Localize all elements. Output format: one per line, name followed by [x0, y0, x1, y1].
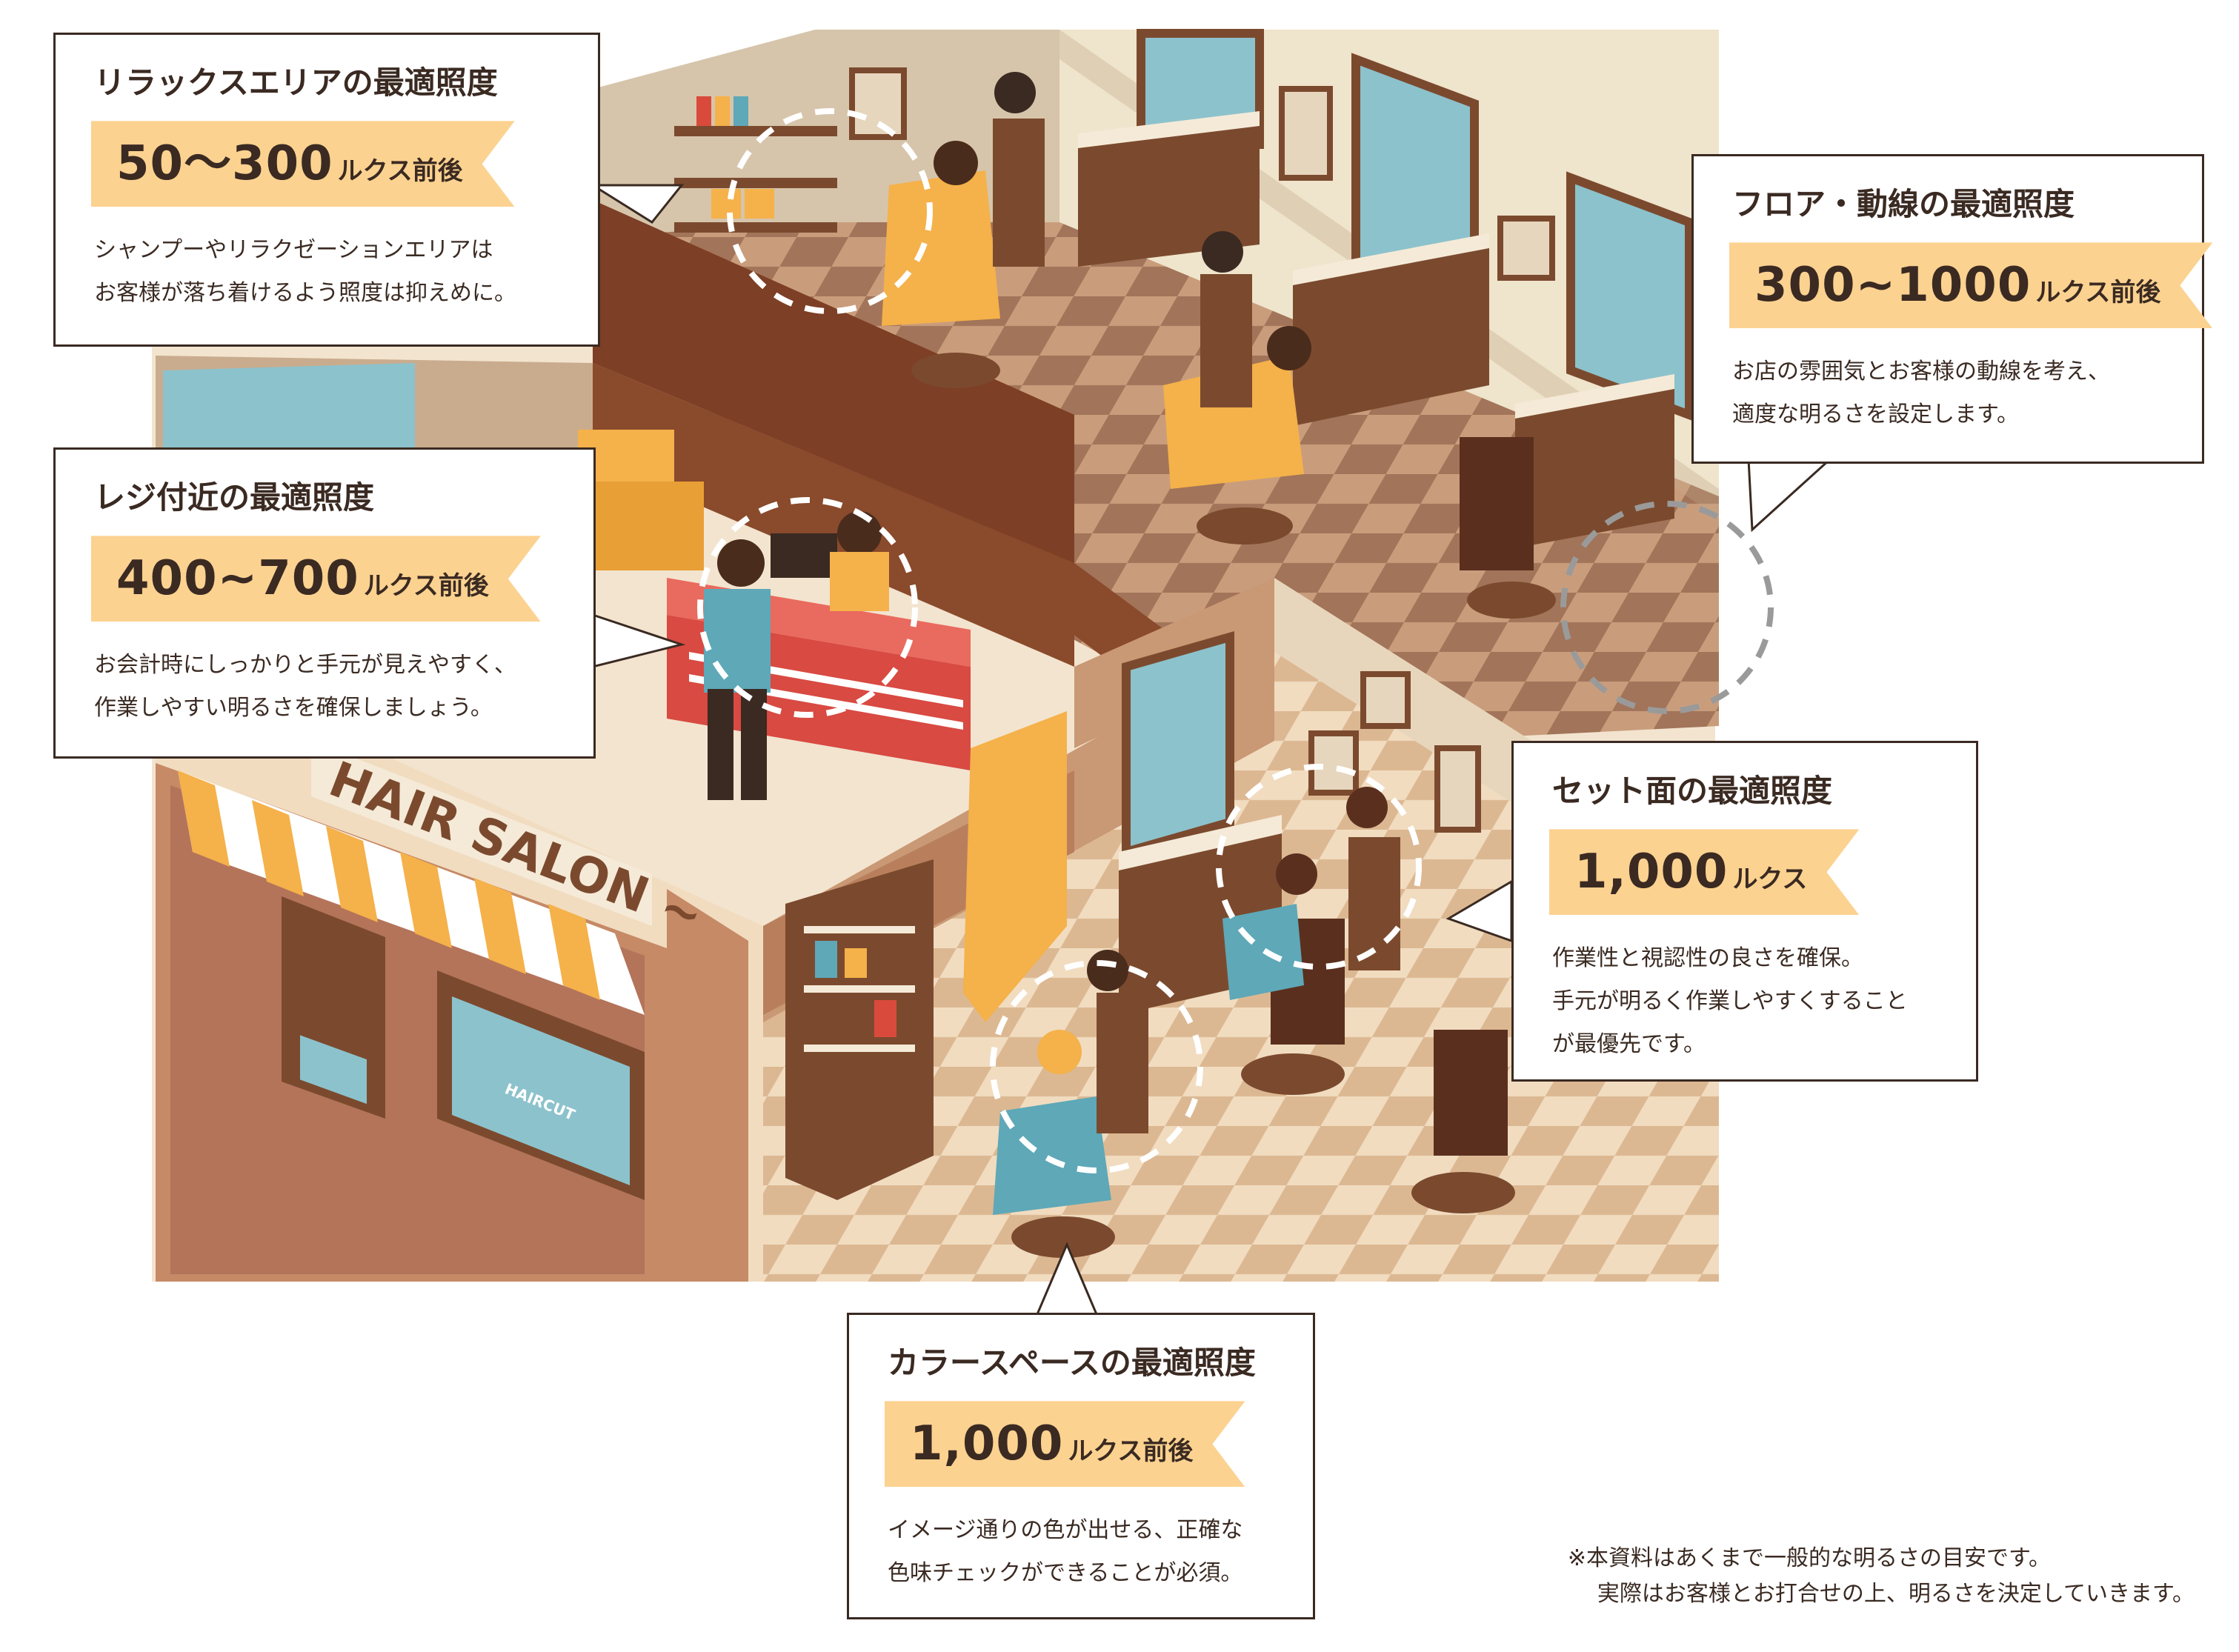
callout-register-title: レジ付近の最適照度 — [94, 479, 375, 516]
callout-set-desc-line: 作業性と視認性の良さを確保。 — [1552, 945, 1863, 972]
callout-floor-title: フロア・動線の最適照度 — [1732, 186, 2075, 222]
callout-pointers — [588, 184, 1833, 1316]
upper-frames — [849, 67, 1555, 281]
callout-color-unit: ルクス前後 — [1068, 1436, 1194, 1467]
callout-set-title: セット面の最適照度 — [1552, 773, 1833, 809]
callout-register-desc: お会計時にしっかりと手元が見えやすく、 作業しやすい明るさを確保しましょう。 — [94, 644, 561, 730]
callout-relax-desc: シャンプーやリラクゼーションエリアは お客様が落ち着けるよう照度は抑えめに。 — [94, 229, 565, 315]
relax-shelf — [674, 96, 837, 233]
upper-people — [882, 72, 1556, 619]
upper-counters — [1078, 111, 1674, 548]
footnote-line-2: 実際はお客様とお打合せの上、明るさを決定していきます。 — [1597, 1581, 2195, 1607]
callout-relax-desc-line: お客様が落ち着けるよう照度は抑えめに。 — [94, 280, 516, 307]
callout-set-value: 1,000 — [1574, 845, 1729, 900]
callout-color-desc: イメージ通りの色が出せる、正確な 色味チェックができることが必須。 — [888, 1509, 1280, 1595]
callout-floor-desc-line: 適度な明るさを設定します。 — [1732, 402, 2019, 428]
callout-set-unit: ルクス — [1732, 865, 1808, 895]
callout-color-value: 1,000 — [910, 1416, 1064, 1472]
callout-register-value: 400~700 — [116, 551, 359, 607]
dashed-highlight-circles — [697, 108, 1422, 1173]
callout-floor-value: 300~1000 — [1754, 258, 2032, 313]
callout-color-title: カラースペースの最適照度 — [888, 1345, 1256, 1381]
floor-dashed-circle — [1560, 501, 1774, 714]
callout-relax-desc-line: シャンプーやリラクゼーションエリアは — [94, 237, 493, 264]
callout-register-unit: ルクス前後 — [363, 571, 489, 602]
footnote: ※本資料はあくまで一般的な明るさの目安です。 実際はお客様とお打合せの上、明るさ… — [1568, 1541, 2195, 1612]
lower-people — [993, 787, 1515, 1258]
callout-set-desc: 作業性と視認性の良さを確保。 手元が明るく作業しやすくすること が最優先です。 — [1552, 937, 1943, 1066]
callout-floor-unit: ルクス前後 — [2035, 278, 2161, 308]
callout-register-desc-line: 作業しやすい明るさを確保しましょう。 — [94, 695, 493, 722]
callout-color-desc-line: 色味チェックができることが必須。 — [888, 1560, 1243, 1587]
callout-floor-desc: お店の雰囲気とお客様の動線を考え、 適度な明るさを設定します。 — [1732, 350, 2169, 436]
callout-floor-desc-line: お店の雰囲気とお客様の動線を考え、 — [1732, 359, 2110, 385]
color-space — [785, 711, 1067, 1200]
footnote-line-1: ※本資料はあくまで一般的な明るさの目安です。 — [1567, 1545, 2052, 1571]
callout-set-desc-line: が最優先です。 — [1552, 1031, 1706, 1058]
callout-relax-value: 50〜300 — [116, 136, 333, 192]
callout-set-desc-line: 手元が明るく作業しやすくすること — [1552, 988, 1908, 1015]
callout-relax-unit: ルクス前後 — [337, 156, 463, 187]
callout-relax-title: リラックスエリアの最適照度 — [94, 64, 498, 101]
salon-facade: HAIR SALON ~ OPEN HAIRCUT — [156, 652, 763, 1282]
callout-color-desc-line: イメージ通りの色が出せる、正確な — [888, 1517, 1243, 1544]
callout-register-desc-line: お会計時にしっかりと手元が見えやすく、 — [94, 652, 516, 679]
